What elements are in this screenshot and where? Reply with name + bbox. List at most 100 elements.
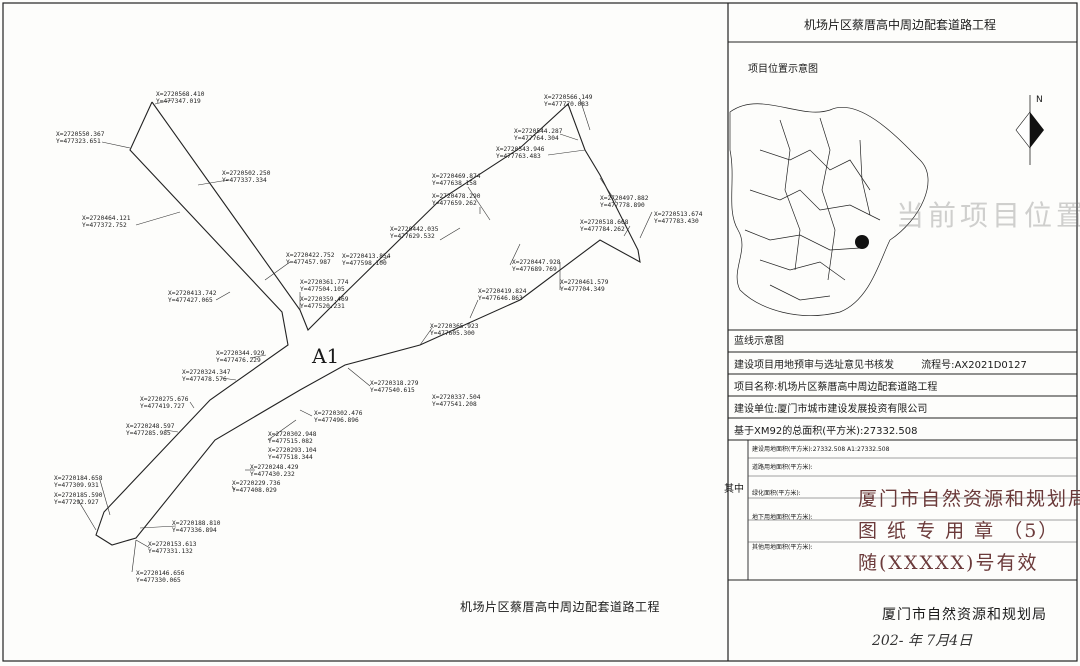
underground-area-row: 地下用地面积(平方米): bbox=[752, 514, 813, 521]
coordinate-x: X=2720324.347 bbox=[182, 369, 231, 376]
coordinate-x: X=2720153.613 bbox=[148, 541, 197, 548]
coordinate-y: Y=477689.769 bbox=[512, 266, 557, 273]
coordinate-y: Y=477457.987 bbox=[286, 259, 331, 266]
coordinate-y: Y=477541.208 bbox=[432, 401, 477, 408]
location-watermark: 当前项目位置 bbox=[896, 199, 1080, 232]
coordinate-x: X=2720413.854 bbox=[342, 253, 391, 260]
coordinate-x: X=2720544.287 bbox=[514, 128, 563, 135]
coordinate-x: X=2720502.250 bbox=[222, 170, 271, 177]
coordinate-y: Y=477427.065 bbox=[168, 297, 213, 304]
coordinate-y: Y=477430.232 bbox=[250, 471, 295, 478]
coordinate-x: X=2720188.810 bbox=[172, 520, 221, 527]
coordinate-y: Y=477478.576 bbox=[182, 376, 227, 383]
coordinate-x: X=2720518.668 bbox=[580, 219, 629, 226]
coordinate-y: Y=477629.532 bbox=[390, 233, 435, 240]
coordinate-y: Y=477336.894 bbox=[172, 527, 217, 534]
coordinate-y: Y=477515.082 bbox=[268, 438, 313, 445]
coordinate-y: Y=477764.304 bbox=[514, 135, 559, 142]
coordinate-y: Y=477419.727 bbox=[140, 403, 185, 410]
coordinate-y: Y=477285.985 bbox=[126, 430, 171, 437]
coordinate-y: Y=477504.105 bbox=[300, 286, 345, 293]
construction-area-row: 建设用地面积(平方米):27332.508 A1:27332.508 bbox=[752, 446, 890, 453]
redline-title: 蓝线示意图 bbox=[734, 336, 784, 347]
coordinate-x: X=2720275.676 bbox=[140, 396, 189, 403]
coordinate-y: Y=477638.158 bbox=[432, 180, 477, 187]
construction-unit-row: 建设单位:厦门市城市建设发展投资有限公司 bbox=[734, 404, 928, 415]
coordinate-x: X=2720248.597 bbox=[126, 423, 175, 430]
coordinate-y: Y=477330.065 bbox=[136, 577, 181, 584]
seal-line-1: 厦门市自然资源和规划局 bbox=[858, 488, 1080, 510]
total-area-row: 基于XM92的总面积(平方米):27332.508 bbox=[734, 426, 918, 437]
green-area-row: 绿化面积(平方米): bbox=[752, 490, 801, 497]
coordinate-y: Y=477704.349 bbox=[560, 286, 605, 293]
coordinate-x: X=2720447.928 bbox=[512, 259, 561, 266]
official-seal: 厦门市自然资源和规划局 图 纸 专 用 章 （5） 随(XXXXX)号有效 bbox=[852, 478, 1080, 582]
coordinate-x: X=2720302.948 bbox=[268, 431, 317, 438]
coordinate-y: Y=477598.100 bbox=[342, 260, 387, 267]
coordinate-y: Y=477323.651 bbox=[56, 138, 101, 145]
coordinate-y: Y=477605.300 bbox=[430, 330, 475, 337]
coordinate-y: Y=477331.132 bbox=[148, 548, 193, 555]
issue-date: 202- 年 7月4日 bbox=[872, 633, 973, 649]
coordinate-x: X=2720464.121 bbox=[82, 215, 131, 222]
plot-title: 机场片区蔡厝高中周边配套道路工程 bbox=[460, 600, 661, 614]
coordinate-x: X=2720361.774 bbox=[300, 279, 349, 286]
coordinate-x: X=2720413.742 bbox=[168, 290, 217, 297]
coordinate-y: Y=477476.229 bbox=[216, 357, 261, 364]
coordinate-x: X=2720318.279 bbox=[370, 380, 419, 387]
coordinate-y: Y=477770.083 bbox=[544, 101, 589, 108]
coordinate-y: Y=477659.262 bbox=[432, 200, 477, 207]
road-outline bbox=[95, 101, 641, 546]
north-label: N bbox=[1036, 95, 1043, 105]
coordinate-y: Y=477784.262 bbox=[580, 226, 625, 233]
process-number: AX2021D0127 bbox=[954, 360, 1027, 371]
coordinate-y: Y=477347.019 bbox=[156, 98, 201, 105]
coordinate-x: X=2720550.367 bbox=[56, 131, 105, 138]
coordinate-x: X=2720513.674 bbox=[654, 211, 703, 218]
north-arrow-icon bbox=[1015, 95, 1044, 165]
coordinate-y: Y=477783.430 bbox=[654, 218, 699, 225]
coordinate-x: X=2720497.882 bbox=[600, 195, 649, 202]
panel-title: 机场片区蔡厝高中周边配套道路工程 bbox=[803, 18, 996, 32]
parcel-label: A1 bbox=[312, 344, 340, 368]
coordinate-x: X=2720248.429 bbox=[250, 464, 299, 471]
coordinate-x: X=2720359.469 bbox=[300, 296, 349, 303]
coordinate-y: Y=477408.029 bbox=[232, 487, 277, 494]
coordinate-x: X=2720543.946 bbox=[496, 146, 545, 153]
review-label: 建设项目用地预审与选址意见书核发 bbox=[734, 360, 894, 371]
coordinate-y: Y=477778.890 bbox=[600, 202, 645, 209]
coordinate-y: Y=477309.931 bbox=[54, 482, 99, 489]
coordinate-x: X=2720302.476 bbox=[314, 410, 363, 417]
coordinate-x: X=2720229.736 bbox=[232, 480, 281, 487]
coordinate-x: X=2720419.824 bbox=[478, 288, 527, 295]
coordinate-x: X=2720337.504 bbox=[432, 394, 481, 401]
coordinate-y: Y=477292.927 bbox=[54, 499, 99, 506]
coordinate-y: Y=477540.615 bbox=[370, 387, 415, 394]
coordinate-y: Y=477763.483 bbox=[496, 153, 541, 160]
coordinate-x: X=2720344.929 bbox=[216, 350, 265, 357]
